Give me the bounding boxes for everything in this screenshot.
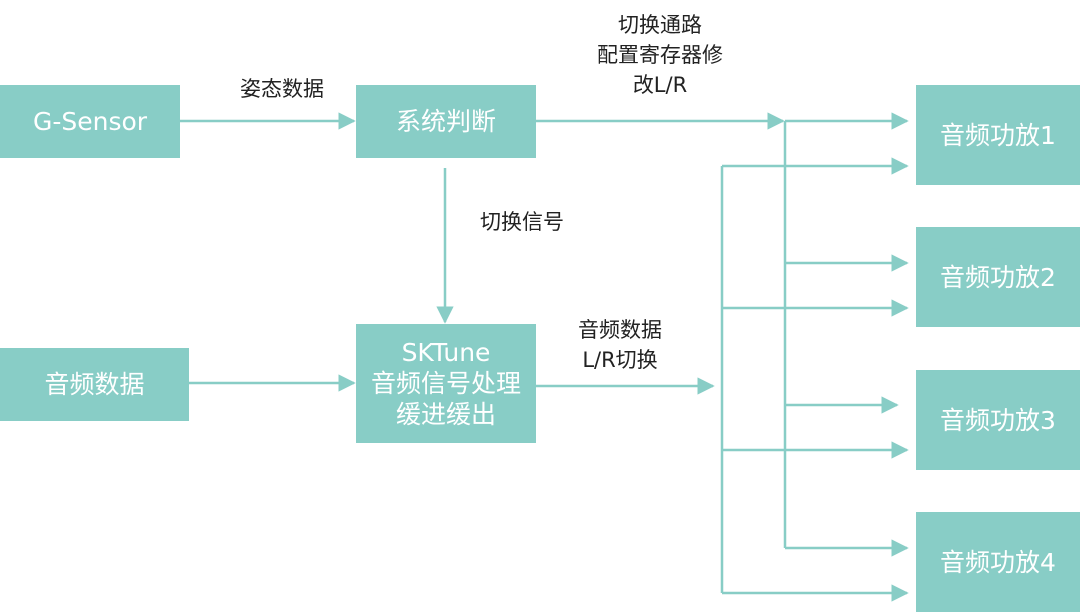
switch-path-line-1: 切换通路 — [618, 13, 702, 37]
amplifier-2-label: 音频功放2 — [940, 262, 1056, 292]
switch-path-line-3: 改L/R — [632, 73, 688, 97]
amplifier-1-label: 音频功放1 — [940, 120, 1056, 150]
amplifier-3-label: 音频功放3 — [940, 405, 1056, 435]
switch-signal-label: 切换信号 — [480, 210, 564, 234]
posture-data-label: 姿态数据 — [240, 77, 324, 101]
audio-data-label: 音频数据 — [44, 370, 145, 399]
sktune-line-3: 缓进缓出 — [395, 400, 496, 429]
amplifier-2-node: 音频功放2 — [916, 227, 1080, 327]
amplifier-4-node: 音频功放4 — [916, 512, 1080, 612]
audio-lr-switch-label: 音频数据 L/R切换 — [555, 315, 685, 375]
sktune-line-2: 音频信号处理 — [370, 369, 521, 398]
g-sensor-label: G-Sensor — [32, 107, 148, 136]
switch-path-label: 切换通路 配置寄存器修 改L/R — [560, 10, 760, 100]
switch-path-line-2: 配置寄存器修 — [597, 43, 723, 67]
amplifier-1-node: 音频功放1 — [916, 85, 1080, 185]
system-judgement-label: 系统判断 — [395, 107, 496, 136]
sktune-title: SKTune — [401, 338, 491, 367]
audio-lr-line-2: L/R切换 — [582, 348, 658, 372]
system-judgement-node: 系统判断 — [356, 85, 536, 158]
sktune-node: SKTune 音频信号处理 缓进缓出 — [356, 324, 536, 443]
audio-lr-line-1: 音频数据 — [578, 318, 662, 342]
g-sensor-node: G-Sensor — [0, 85, 180, 158]
amplifier-4-label: 音频功放4 — [940, 547, 1056, 577]
amplifier-3-node: 音频功放3 — [916, 370, 1080, 470]
audio-data-node: 音频数据 — [0, 348, 189, 421]
